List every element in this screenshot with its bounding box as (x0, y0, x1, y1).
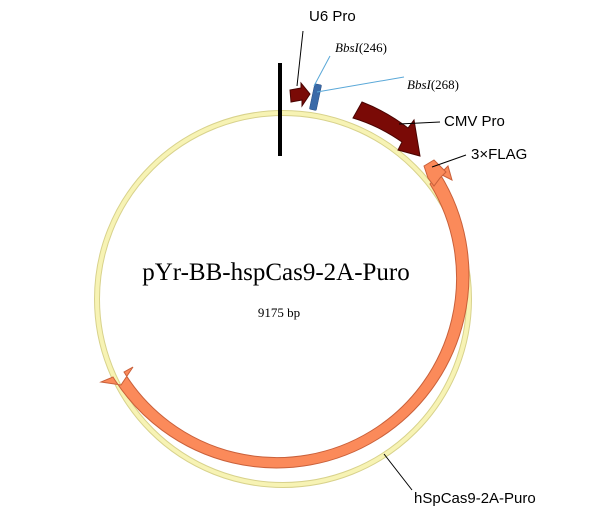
flag-leader (431, 154, 467, 168)
cas9-leader (383, 453, 413, 491)
bbsi-246-position: (246) (359, 40, 387, 55)
plasmid-size: 9175 bp (258, 305, 300, 320)
bbsi-site-marker[interactable] (309, 83, 322, 111)
bbsi-268-enzyme: BbsI (407, 77, 432, 92)
u6-pro-leader (296, 30, 304, 87)
flag-feature-arrow[interactable] (423, 159, 447, 187)
bbsi-246-label: BbsI(246) (335, 40, 387, 55)
u6-pro-arrow[interactable] (289, 81, 311, 108)
plasmid-name: pYr-BB-hspCas9-2A-Puro (142, 259, 410, 286)
plasmid-backbone-fill (95, 111, 471, 487)
cmv-pro-leader (398, 121, 441, 125)
cmv-pro-label: CMV Pro (444, 113, 505, 130)
cas9-feature-arc[interactable] (99, 173, 470, 469)
cas9-label: hSpCas9-2A-Puro (414, 490, 536, 507)
u6-pro-label: U6 Pro (309, 8, 356, 25)
bbsi-268-position: (268) (431, 77, 459, 92)
flag-label: 3×FLAG (471, 146, 527, 163)
bbsi-1-leader (313, 55, 331, 87)
bbsi-268-label: BbsI(268) (407, 77, 459, 92)
bbsi-2-leader (316, 76, 405, 93)
bbsi-246-enzyme: BbsI (335, 40, 360, 55)
cmv-pro-arrow[interactable] (352, 101, 421, 157)
